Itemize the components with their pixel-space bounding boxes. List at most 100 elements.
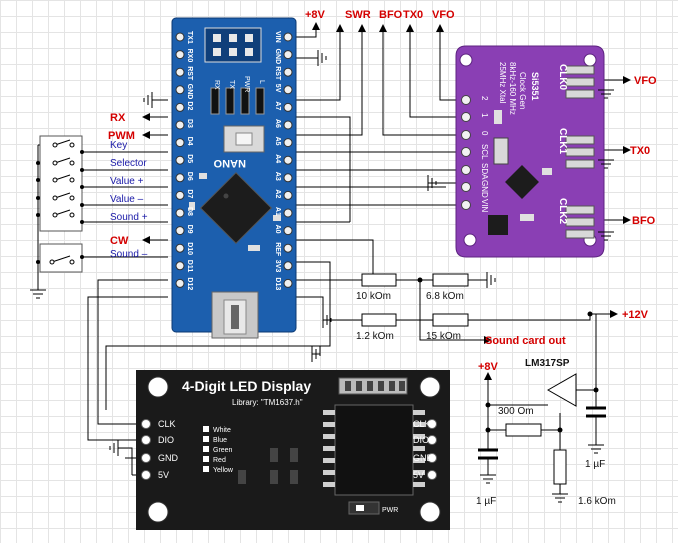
nano-pin-hole-right — [283, 32, 293, 42]
led-pin-gnd: GND — [158, 453, 179, 463]
resistor-10k — [361, 273, 397, 287]
mount-hole-bl — [463, 233, 477, 247]
nano-pin-label-left: RST — [186, 66, 193, 81]
nano-pin-hole-right — [283, 243, 293, 253]
switch-value-minus: Value – — [110, 194, 144, 205]
si-line1: Clock Gen — [518, 72, 527, 109]
ground-symbols — [109, 50, 614, 503]
sound-out-arrow — [484, 336, 492, 344]
nano-pin-label-left: D3 — [186, 119, 193, 128]
nano-pin-hole-right — [283, 261, 293, 271]
nano-pin-hole-right — [283, 278, 293, 288]
label-r-15k: 15 kOm — [426, 331, 461, 342]
chip-legs — [323, 410, 425, 487]
gnd-r-1k6 — [552, 493, 568, 503]
si-pin-vin: VIN — [480, 199, 489, 213]
nano-pin-hole-right — [283, 102, 293, 112]
label-vfo-top: VFO — [432, 9, 455, 21]
label-pwm: PWM — [108, 130, 135, 142]
label-rx: RX — [110, 112, 126, 124]
gnd-clk0 — [598, 89, 614, 99]
label-lm317: LM317SP — [525, 358, 570, 369]
nano-pin-hole-right — [283, 120, 293, 130]
nano-pin-hole-left — [175, 67, 185, 77]
smd-cap-1 — [494, 110, 502, 124]
nano-pin-label-right: A2 — [274, 189, 281, 198]
nano-pin-hole-right — [283, 155, 293, 165]
si5351-title-block: 25MHz Xtal 8kHz-160 MHz Clock Gen Si5351 — [498, 62, 540, 115]
nano-pin-hole-right — [283, 173, 293, 183]
tm1637-chip — [334, 404, 414, 496]
header-labels: RX TX PWR L — [213, 76, 265, 92]
label-r-6k8: 6.8 kOm — [426, 291, 464, 302]
color-legend: White Blue Green Red Yellow — [203, 426, 234, 474]
gnd-clk1 — [598, 159, 614, 169]
label-r-300: 300 Om — [498, 406, 534, 417]
plus12v-arrow — [610, 310, 618, 318]
clk0-label: CLK0 — [557, 64, 568, 91]
si-pin-scl: SCL — [480, 144, 489, 160]
label-rx: RX — [213, 80, 220, 90]
tx0-arrow — [406, 24, 414, 32]
nano-pin-label-right: A3 — [274, 172, 281, 181]
lm317-regulator — [546, 373, 577, 407]
si-line2: 8kHz-160 MHz — [508, 62, 517, 115]
led-pin-holes — [141, 419, 437, 480]
switch-panel: Key Selector Value + Value – Sound + Sou… — [30, 135, 148, 299]
mcu-pin1-dot — [223, 193, 229, 199]
bfo-arrow — [379, 24, 387, 32]
smd-cap-3 — [542, 168, 552, 175]
nano-pin-label-left: D5 — [186, 154, 193, 163]
label-r-10k: 10 kOm — [356, 291, 391, 302]
nano-right-pin-holes — [283, 32, 293, 288]
label-plus12v: +12V — [622, 309, 649, 321]
switch-single-box — [39, 243, 83, 273]
clk2-label: CLK2 — [557, 198, 568, 225]
nano-pin-label-left: RX0 — [186, 49, 193, 63]
mount-hole-tl — [459, 53, 473, 67]
nano-pin-label-right: A6 — [274, 119, 281, 128]
color-green: Green — [213, 447, 233, 454]
nano-pin-hole-right — [283, 226, 293, 236]
led-mount-hole-tl — [147, 376, 169, 398]
nano-pin-hole-right — [283, 208, 293, 218]
nano-pin-label-right: A0 — [274, 225, 281, 234]
nano-pin-label-right: REF — [274, 242, 281, 257]
swr-arrow-2 — [358, 24, 366, 32]
cap-leads — [487, 416, 597, 494]
label-vfo-out: VFO — [634, 75, 657, 87]
crystal — [493, 137, 509, 165]
led-pin-5v-r: 5V — [413, 470, 424, 480]
nano-pin-hole-left — [175, 50, 185, 60]
resistor-1k2 — [361, 313, 397, 327]
nano-pin-label-right: 5V — [274, 84, 281, 93]
nano-pin-label-left: D2 — [186, 101, 193, 110]
switch-sound-plus: Sound + — [110, 212, 148, 223]
label-tx0-top: TX0 — [403, 9, 423, 21]
color-white: White — [213, 427, 231, 434]
nano-leds — [210, 87, 265, 115]
cw-arrow — [142, 236, 150, 244]
nano-pin-label-left: TX1 — [186, 31, 193, 44]
smd-component-2 — [189, 202, 195, 210]
nano-left-pin-holes — [175, 32, 185, 288]
nano-pin-label-right: GND — [274, 49, 281, 65]
color-blue: Blue — [213, 437, 227, 444]
arrows — [142, 22, 631, 380]
nano-pin-label-left: D6 — [186, 172, 193, 181]
vfo-out-arrow — [623, 76, 631, 84]
si-pin-gnd: GND — [480, 180, 489, 198]
led-pin-gnd-r: GND — [413, 453, 434, 463]
switch-selector: Selector — [110, 158, 147, 169]
nano-pin-label-right: RST — [274, 66, 281, 81]
icsp-pins — [213, 34, 253, 56]
nano-pin-label-left: D11 — [186, 260, 193, 273]
nano-pin-label-left: D7 — [186, 189, 193, 198]
switch-sound-minus: Sound – — [110, 249, 148, 260]
nano-pin-label-left: GND — [186, 84, 193, 100]
led-library: Library: "TM1637.h" — [232, 398, 303, 407]
gnd-nano-left — [143, 92, 153, 108]
tx0-out-arrow — [623, 146, 631, 154]
